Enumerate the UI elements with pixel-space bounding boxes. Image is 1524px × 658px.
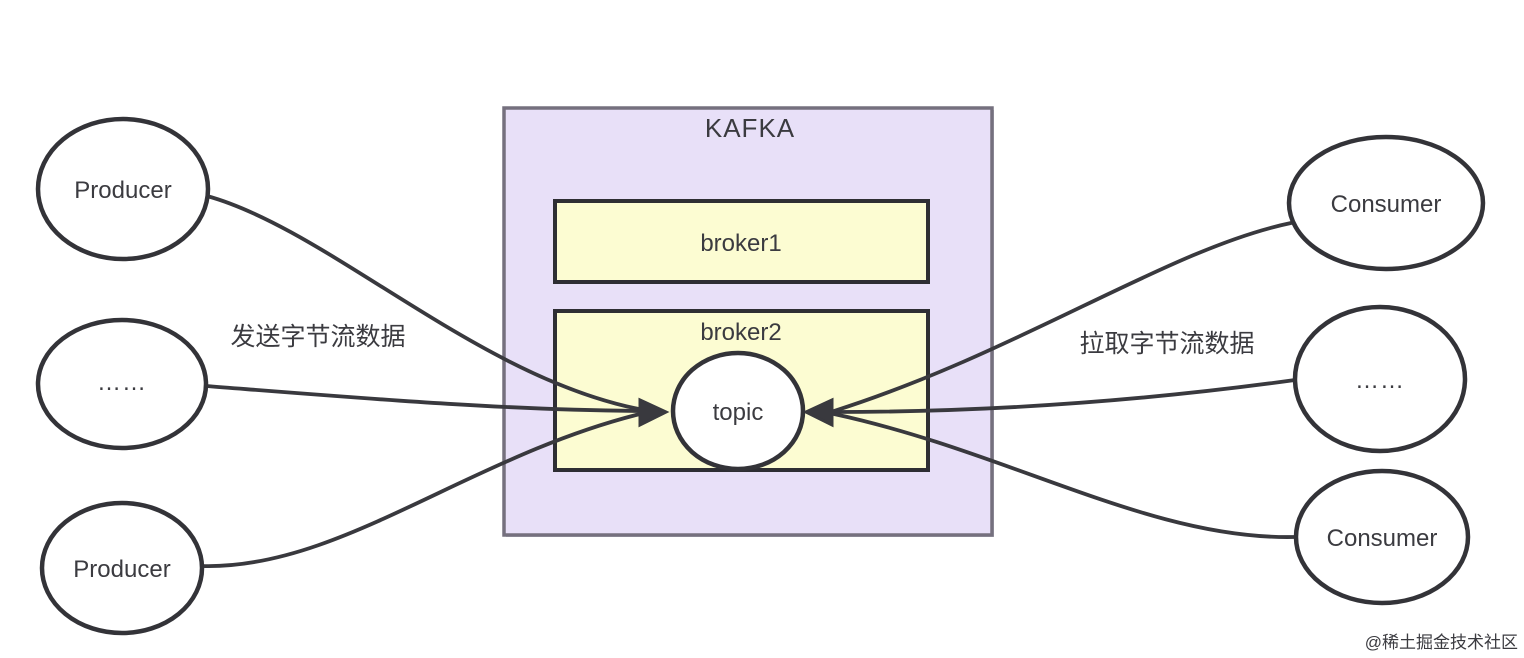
consumer-top-label: Consumer	[1331, 191, 1442, 218]
consumer-bottom-node	[1293, 468, 1471, 606]
topic-node	[670, 350, 806, 472]
consumers-ellipsis-node	[1292, 304, 1468, 454]
kafka-title: KAFKA	[705, 113, 795, 143]
edge-consumers-ellipsis-to-topic	[832, 378, 1297, 414]
producer-top-label: Producer	[74, 177, 171, 204]
kafka-container-border	[502, 106, 994, 537]
producer-bottom-label: Producer	[73, 556, 170, 583]
producer-bottom-node	[39, 500, 205, 636]
consumers-arrowhead-icon	[802, 397, 834, 428]
producers-ellipsis-node	[35, 317, 209, 451]
producers-ellipsis-label: ……	[97, 369, 147, 396]
broker2-label: broker2	[700, 319, 781, 346]
producer-top-node	[35, 116, 211, 262]
edge-consumer-top-to-topic	[832, 221, 1293, 413]
broker1-box	[553, 199, 930, 284]
edge-producer-bottom-to-topic	[200, 411, 646, 568]
edge-consumer-bottom-to-topic	[832, 412, 1296, 539]
consumer-bottom-label: Consumer	[1327, 525, 1438, 552]
producers-arrowhead-icon	[638, 397, 670, 428]
send-bytes-label: 发送字节流数据	[230, 323, 405, 351]
topic-label: topic	[713, 399, 764, 426]
pull-bytes-label: 拉取字节流数据	[1079, 330, 1254, 358]
edge-producers-ellipsis-to-topic	[204, 384, 646, 413]
watermark-text: @稀土掘金技术社区	[1365, 633, 1518, 652]
consumers-ellipsis-label: ……	[1355, 367, 1405, 394]
consumer-top-node	[1286, 134, 1486, 272]
edge-producer-top-to-topic	[205, 194, 646, 412]
broker1-label: broker1	[700, 230, 781, 257]
